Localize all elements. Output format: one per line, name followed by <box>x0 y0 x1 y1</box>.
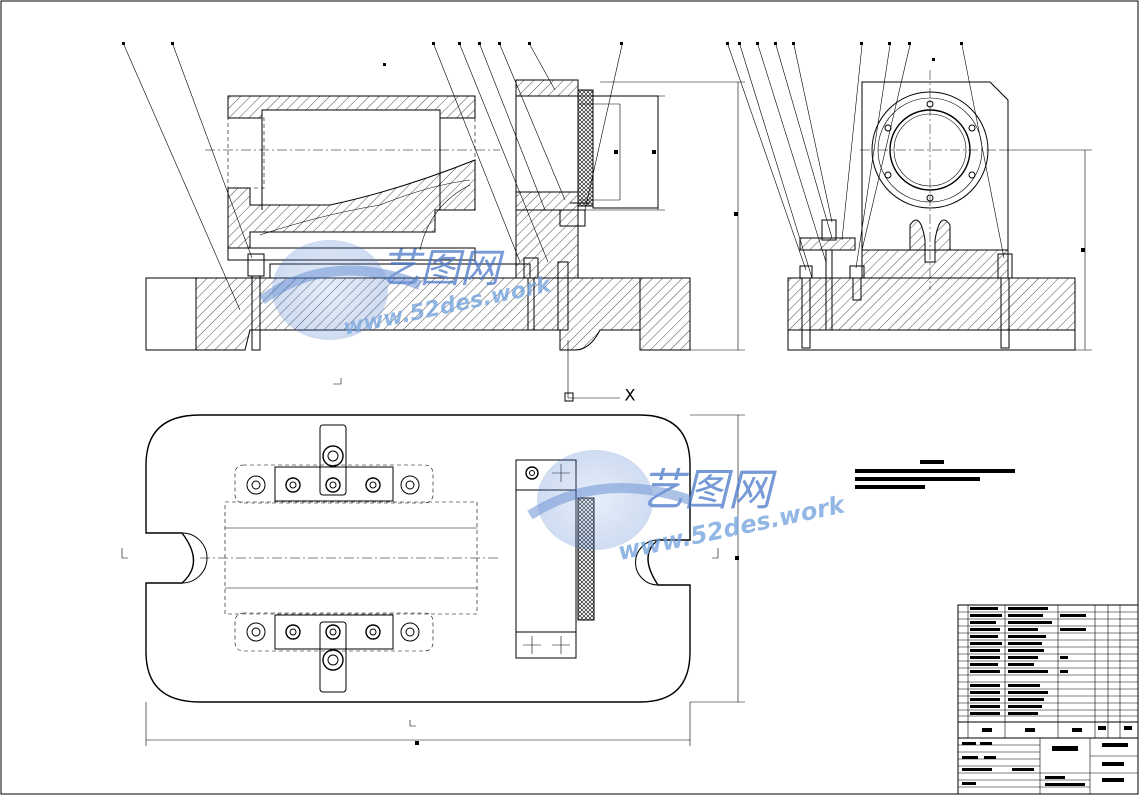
title-block <box>957 604 1139 795</box>
section-marker-x: X <box>625 386 636 405</box>
technical-notes <box>855 460 1015 489</box>
watermark-brand-top: 艺图网 <box>380 246 505 292</box>
front-view: X <box>122 42 745 405</box>
side-view <box>726 42 1092 351</box>
watermark-brand-bottom: 艺图网 <box>640 465 777 516</box>
